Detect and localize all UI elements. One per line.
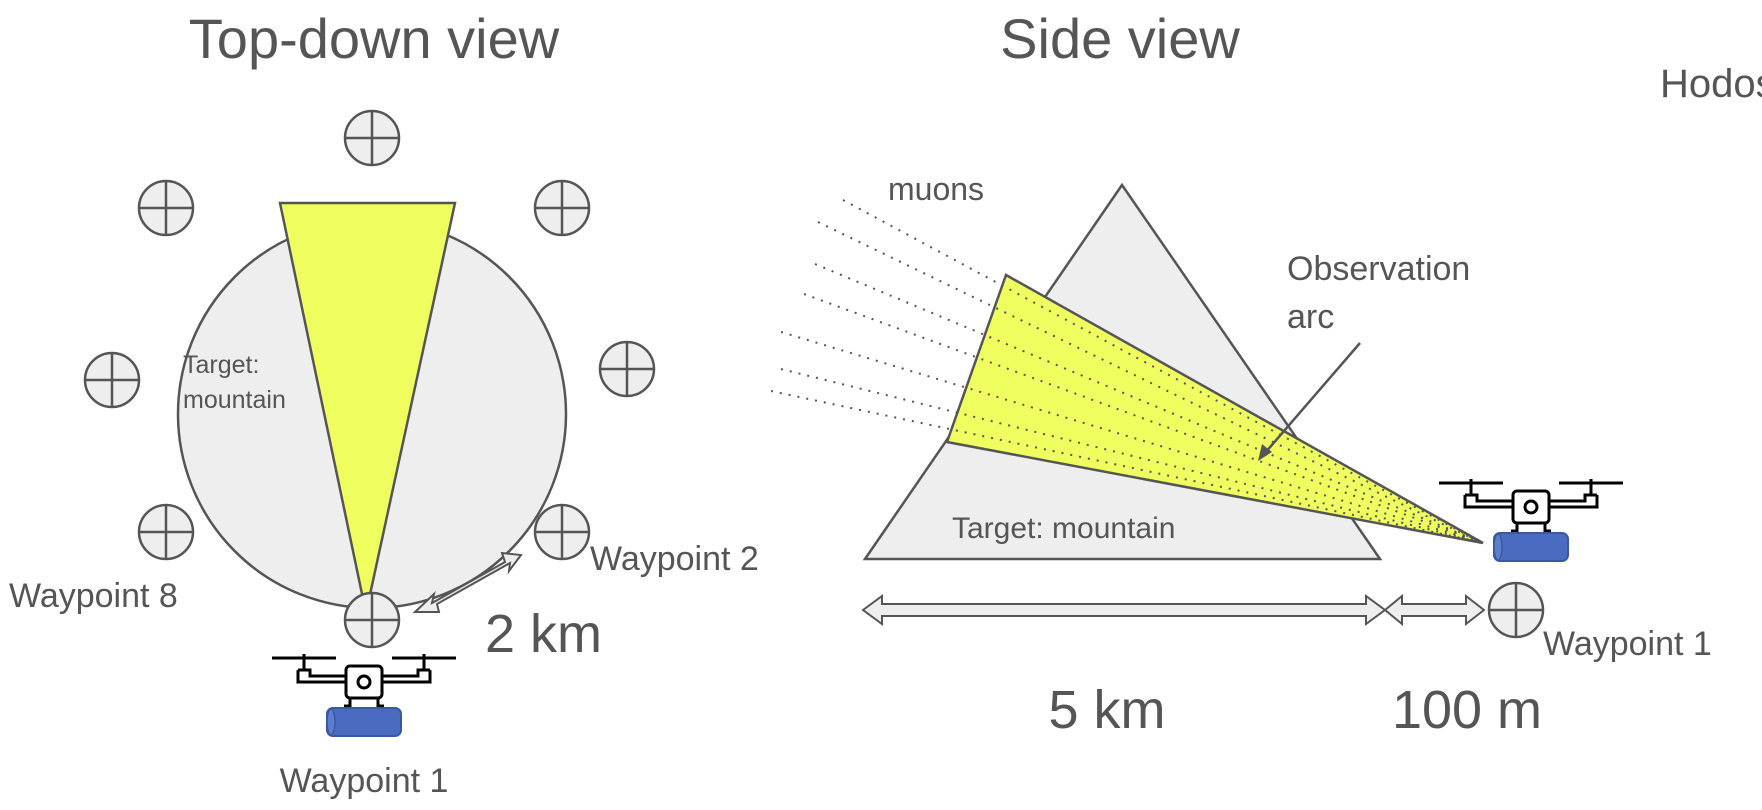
observation-pointer-arrow	[1264, 342, 1361, 454]
observation-arc-beam	[945, 273, 1484, 545]
waypoint-2-label: Waypoint 2	[590, 540, 759, 578]
waypoint-5-icon	[343, 109, 401, 167]
target-mountain-side-label: Target: mountain	[952, 512, 1175, 545]
distance-5km-label: 5 km	[1048, 680, 1165, 740]
muon-line	[817, 221, 1481, 543]
double-arrow-100m	[1383, 593, 1486, 627]
drone-side-icon	[1437, 477, 1625, 563]
waypoint-1-side-icon	[1487, 581, 1545, 639]
waypoint-8-icon	[137, 503, 195, 561]
waypoint-1-icon	[343, 591, 401, 649]
muon-line	[803, 293, 1481, 543]
muon-line	[780, 368, 1481, 543]
waypoint-2-icon	[533, 503, 591, 561]
observation-cone-top	[278, 201, 457, 614]
muon-line	[770, 390, 1481, 543]
double-arrow-2km	[412, 551, 523, 613]
observation-label-line1: Observation	[1287, 250, 1470, 288]
target-label-line2: mountain	[183, 386, 286, 414]
waypoint-1-side-label: Waypoint 1	[1543, 625, 1712, 663]
drone-icon	[270, 652, 458, 738]
observation-label-line2: arc	[1287, 298, 1334, 336]
muon-line	[814, 263, 1481, 543]
muon-line	[842, 199, 1481, 543]
double-arrow-5km	[861, 594, 1387, 626]
distance-100m-label: 100 m	[1392, 680, 1542, 740]
observation-arrowhead	[1258, 444, 1272, 461]
distance-2km-label: 2 km	[485, 604, 602, 664]
target-label-line1: Target:	[183, 351, 259, 379]
waypoint-6-icon	[137, 179, 195, 237]
waypoint-1-label: Waypoint 1	[280, 762, 449, 800]
waypoint-3-icon	[598, 340, 656, 398]
waypoint-7-icon	[83, 351, 141, 409]
waypoint-8-label: Waypoint 8	[9, 577, 178, 615]
muons-label: muons	[888, 171, 984, 207]
top-view-title: Top-down view	[189, 7, 560, 70]
muon-trajectories	[770, 199, 1481, 543]
waypoint-4-icon	[533, 179, 591, 237]
side-view-title: Side view	[1000, 7, 1240, 70]
cropped-label: Hodos	[1660, 62, 1762, 106]
